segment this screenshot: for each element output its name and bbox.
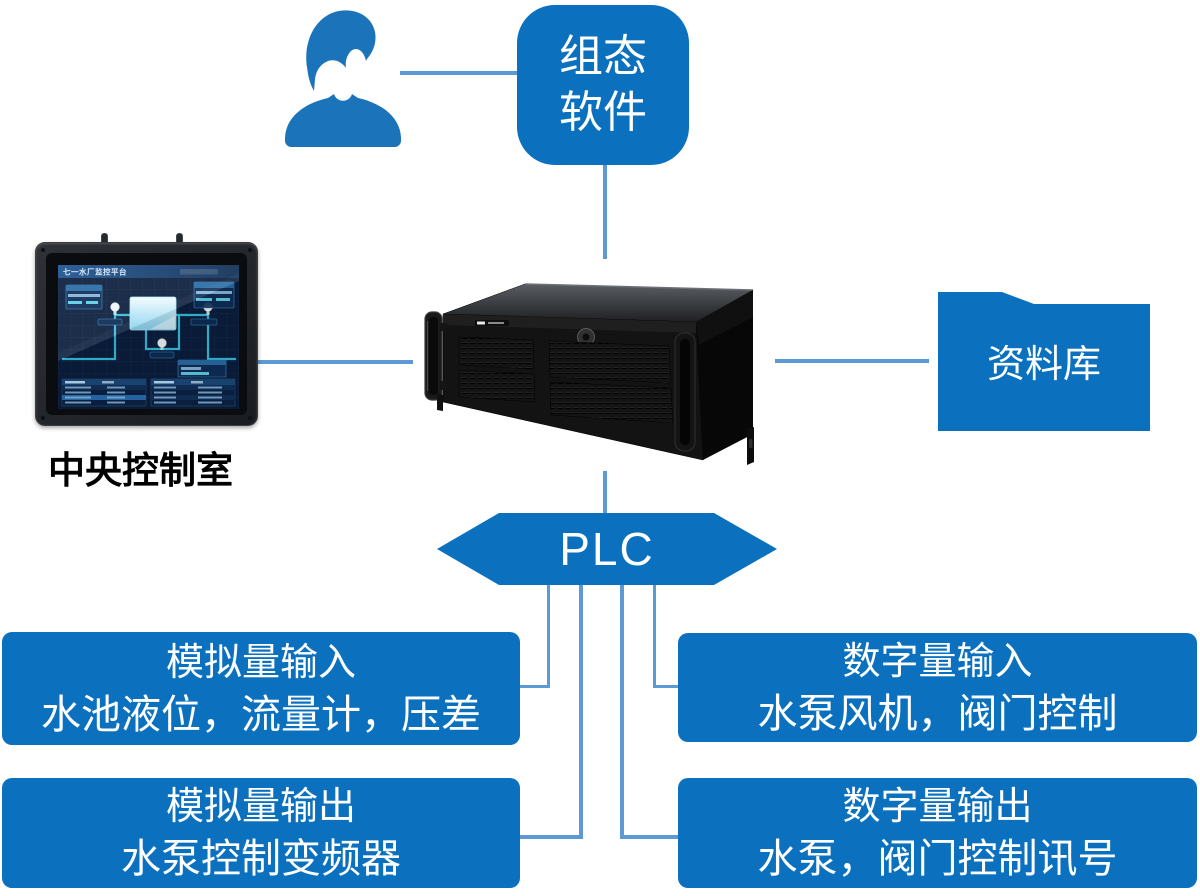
io-box-analog-input: 模拟量输入 水池液位，流量计，压差 [2,632,520,745]
connector-plc-analog-out-v [579,585,583,838]
hmi-title: 七一水厂监控平台 [63,267,127,277]
server-left-handle [424,311,447,401]
server-side-face [696,290,753,460]
io-box-analog-output: 模拟量输出 水泵控制变频器 [2,778,520,888]
bezel-screw-icon [41,248,45,252]
screen-glare [58,265,239,353]
connector-plc-digital-in-h [653,685,680,688]
plc-node: PLC [437,513,777,585]
bezel-screw-icon [248,248,252,252]
hmi-info-panel-right [193,281,235,309]
hmi-table-right [150,378,236,407]
person-shoulders [285,94,401,147]
io-box-digital-output: 数字量输出 水泵，阀门控制讯号 [678,778,1197,888]
database-label: 资料库 [986,343,1101,386]
config-software-label-line2: 软件 [559,88,647,137]
bezel-screw-icon [248,416,252,420]
io-box-title: 模拟量输入 [165,641,356,684]
config-software-node: 组态 软件 [517,5,689,165]
connector-operator-config [400,71,517,75]
hmi-table-left [61,378,147,407]
io-box-detail: 水泵，阀门控制讯号 [757,837,1118,881]
io-box-title: 数字量输出 [842,786,1033,828]
io-box-detail: 水泵控制变频器 [121,837,401,881]
connector-plc-analog-in-v [547,585,550,687]
config-software-label-line1: 组态 [559,32,647,81]
connector-plc-digital-out-v [620,585,624,838]
control-room-monitor: 七一水厂监控平台 [35,242,258,426]
hmi-info-panel-bottom [177,359,227,378]
io-box-title: 数字量输入 [842,640,1033,683]
person-hair [306,10,376,92]
io-box-digital-input: 数字量输入 水泵风机，阀门控制 [678,633,1197,742]
connector-plc-analog-in-h [520,685,550,688]
hmi-screen: 七一水厂监控平台 [58,265,239,409]
connector-monitor-server [258,360,414,364]
hmi-info-panel-left [65,284,103,310]
server-logo [477,321,485,325]
control-room-label: 中央控制室 [48,450,233,491]
database-node: 资料库 [938,292,1150,431]
connector-server-database [775,359,929,363]
io-box-detail: 水泵风机，阀门控制 [757,691,1118,736]
connector-plc-digital-out-h [620,835,680,839]
industrial-pc-image [413,281,757,471]
io-box-title: 模拟量输出 [165,786,356,828]
io-box-detail: 水池液位，流量计，压差 [41,692,481,737]
connector-server-plc [603,438,607,514]
connector-plc-digital-in-v [653,585,656,687]
connector-config-server [603,165,607,259]
person-icon [285,10,401,147]
server-right-handle [674,332,696,452]
bezel-screw-icon [41,416,45,420]
connector-plc-analog-out-h [520,835,583,839]
plc-label: PLC [559,523,655,575]
server-vents [458,336,674,424]
hmi-tags [97,318,218,359]
